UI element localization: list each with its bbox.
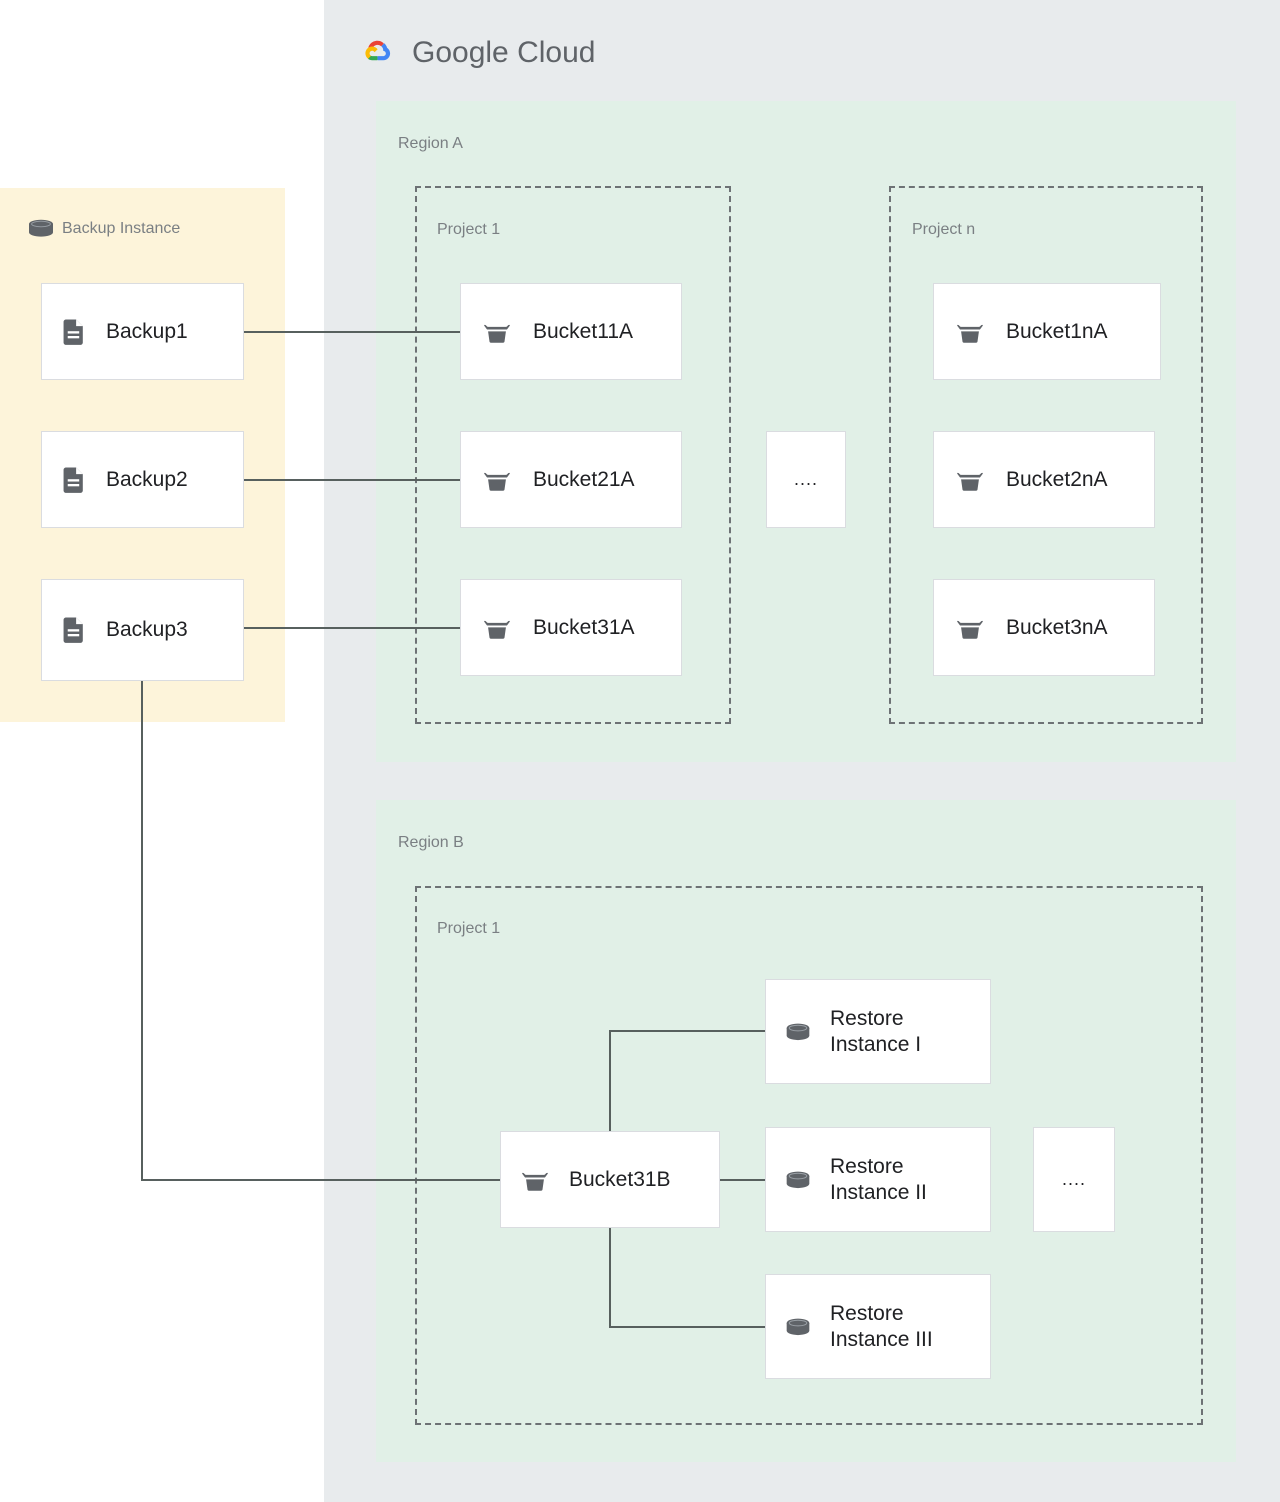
node-label: Bucket31A (533, 615, 635, 639)
region-b-project-1-label: Project 1 (437, 920, 501, 937)
node-label: Backup2 (106, 467, 188, 491)
region-a-label: Region A (398, 135, 463, 152)
google-cloud-logo-icon (352, 30, 400, 78)
node-label: Bucket3nA (1006, 615, 1108, 639)
connector-backup3-bucket31a (244, 627, 461, 629)
node-bucket2na[interactable]: Bucket2nA (933, 431, 1155, 528)
region-b-project-1-boundary (415, 886, 1203, 1425)
database-icon (766, 1015, 830, 1049)
node-label: Backup3 (106, 618, 188, 642)
region-b-ellipsis-box: .... (1033, 1127, 1115, 1232)
connector-backup2-bucket21a (244, 479, 461, 481)
bucket-icon (461, 315, 533, 349)
ellipsis-label: .... (793, 468, 818, 489)
node-label: Bucket21A (533, 467, 635, 491)
database-icon (766, 1163, 830, 1197)
region-b-label: Region B (398, 834, 464, 851)
bucket-icon (501, 1163, 569, 1197)
node-label: Bucket2nA (1006, 467, 1108, 491)
brand-cloud: Cloud (508, 36, 596, 69)
node-label: Bucket1nA (1006, 319, 1108, 343)
node-bucket3na[interactable]: Bucket3nA (933, 579, 1155, 676)
node-label: Restore Instance III (830, 1301, 933, 1351)
bucket-icon (461, 611, 533, 645)
document-icon (42, 614, 106, 646)
node-bucket31b[interactable]: Bucket31B (500, 1131, 720, 1228)
region-a-ellipsis-box: .... (766, 431, 846, 528)
ellipsis-label: .... (1061, 1168, 1086, 1189)
region-a-project-1-boundary (415, 186, 731, 724)
node-label: Backup1 (106, 319, 188, 343)
bucket-icon (461, 463, 533, 497)
connector-backup3-bucket31b-vertical (141, 681, 143, 1181)
node-restore-instance-2[interactable]: Restore Instance II (765, 1127, 991, 1232)
node-label: Bucket11A (533, 319, 634, 343)
region-a-project-n-label: Project n (912, 221, 976, 238)
node-backup2[interactable]: Backup2 (41, 431, 244, 528)
connector-bucket31b-restore1-horizontal (609, 1030, 765, 1032)
google-cloud-title: Google Cloud (412, 36, 595, 70)
region-a-project-1-label: Project 1 (437, 221, 501, 238)
bucket-icon (934, 315, 1006, 349)
node-label: Bucket31B (569, 1167, 671, 1191)
backup-instance-label: Backup Instance (62, 220, 181, 237)
node-backup1[interactable]: Backup1 (41, 283, 244, 380)
database-icon (26, 217, 56, 241)
node-bucket11a[interactable]: Bucket11A (460, 283, 682, 380)
node-label: Restore Instance II (830, 1154, 927, 1204)
node-restore-instance-1[interactable]: Restore Instance I (765, 979, 991, 1084)
connector-bucket31b-restore1-vertical (609, 1030, 611, 1180)
brand-google: Google (412, 36, 509, 69)
document-icon (42, 464, 106, 496)
connector-bucket31b-restore2 (720, 1179, 765, 1181)
node-bucket21a[interactable]: Bucket21A (460, 431, 682, 528)
bucket-icon (934, 463, 1006, 497)
node-restore-instance-3[interactable]: Restore Instance III (765, 1274, 991, 1379)
connector-bucket31b-restore3-vertical (609, 1179, 611, 1327)
node-bucket31a[interactable]: Bucket31A (460, 579, 682, 676)
connector-backup3-bucket31b-horizontal (141, 1179, 501, 1181)
connector-backup1-bucket11a (244, 331, 461, 333)
node-label: Restore Instance I (830, 1006, 922, 1056)
bucket-icon (934, 611, 1006, 645)
connector-bucket31b-restore3-horizontal (609, 1326, 765, 1328)
node-bucket1na[interactable]: Bucket1nA (933, 283, 1161, 380)
region-a-project-n-boundary (889, 186, 1203, 724)
document-icon (42, 316, 106, 348)
node-backup3[interactable]: Backup3 (41, 579, 244, 681)
database-icon (766, 1310, 830, 1344)
